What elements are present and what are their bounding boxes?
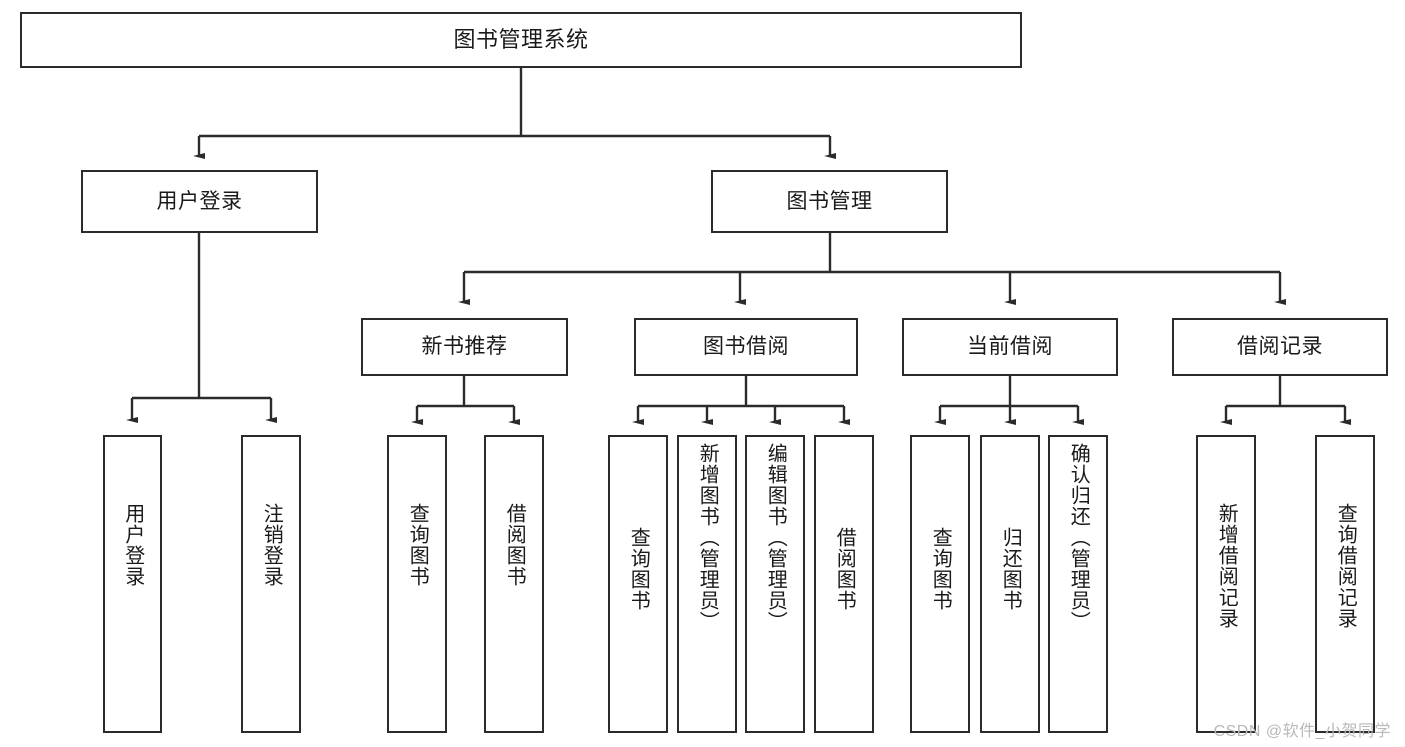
leaf-logout[interactable]: 注销登录 xyxy=(241,435,301,733)
leaf-label: 用户登录 xyxy=(121,503,144,587)
leaf-label: 注销登录 xyxy=(260,503,283,587)
leaf-label: 确认归还（管理员） xyxy=(1067,443,1090,632)
node-label: 图书管理 xyxy=(786,189,873,213)
node-book-management-group[interactable]: 图书管理 xyxy=(711,170,948,233)
leaf-edit-book-admin[interactable]: 编辑图书（管理员） xyxy=(745,435,805,733)
leaf-label: 新增图书（管理员） xyxy=(696,443,719,632)
node-label: 当前借阅 xyxy=(967,335,1053,359)
leaf-user-login[interactable]: 用户登录 xyxy=(103,435,162,733)
leaf-label: 查询图书 xyxy=(929,527,952,611)
leaf-add-book-admin[interactable]: 新增图书（管理员） xyxy=(677,435,737,733)
leaf-confirm-return-admin[interactable]: 确认归还（管理员） xyxy=(1048,435,1108,733)
leaf-label: 借阅图书 xyxy=(503,503,526,587)
node-current-borrow[interactable]: 当前借阅 xyxy=(902,318,1118,376)
leaf-label: 查询图书 xyxy=(406,503,429,587)
leaf-add-borrow-record[interactable]: 新增借阅记录 xyxy=(1196,435,1256,733)
node-label: 图书借阅 xyxy=(703,335,789,359)
leaf-label: 借阅图书 xyxy=(833,527,856,611)
leaf-label: 新增借阅记录 xyxy=(1215,503,1238,629)
node-new-book-recommend[interactable]: 新书推荐 xyxy=(361,318,568,376)
leaf-query-book-new[interactable]: 查询图书 xyxy=(387,435,447,733)
node-label: 新书推荐 xyxy=(421,335,508,359)
leaf-label: 编辑图书（管理员） xyxy=(764,443,787,632)
leaf-label: 查询图书 xyxy=(627,527,650,611)
node-label: 用户登录 xyxy=(156,189,243,213)
node-borrow-record[interactable]: 借阅记录 xyxy=(1172,318,1388,376)
leaf-borrow-book[interactable]: 借阅图书 xyxy=(814,435,874,733)
node-label: 借阅记录 xyxy=(1237,335,1323,359)
csdn-watermark: CSDN @软件_小贺同学 xyxy=(1213,723,1391,740)
leaf-return-book[interactable]: 归还图书 xyxy=(980,435,1040,733)
node-book-borrow[interactable]: 图书借阅 xyxy=(634,318,858,376)
leaf-query-book-current[interactable]: 查询图书 xyxy=(910,435,970,733)
node-root-label: 图书管理系统 xyxy=(453,26,589,52)
leaf-label: 查询借阅记录 xyxy=(1334,503,1357,629)
node-root[interactable]: 图书管理系统 xyxy=(20,12,1022,68)
leaf-query-book[interactable]: 查询图书 xyxy=(608,435,668,733)
leaf-borrow-book-new[interactable]: 借阅图书 xyxy=(484,435,544,733)
leaf-query-borrow-record[interactable]: 查询借阅记录 xyxy=(1315,435,1375,733)
leaf-label: 归还图书 xyxy=(999,527,1022,611)
node-user-login-group[interactable]: 用户登录 xyxy=(81,170,318,233)
